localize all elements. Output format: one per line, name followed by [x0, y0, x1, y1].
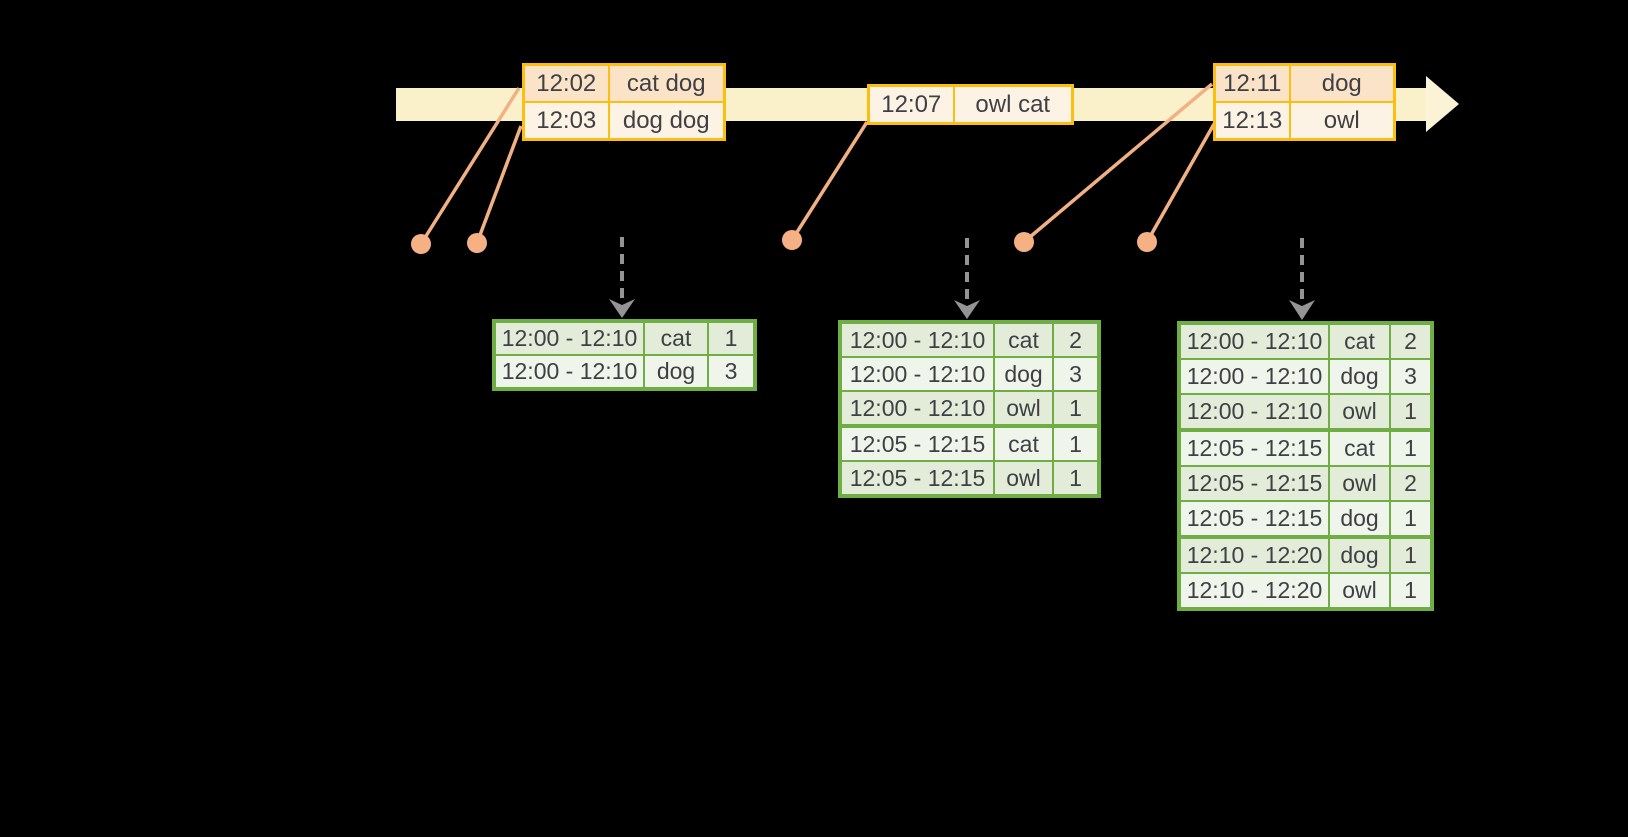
word-cell: owl — [993, 460, 1054, 497]
window-cell: 12:00 - 12:10 — [839, 321, 995, 358]
count-cell: 1 — [1052, 460, 1100, 497]
event-words-cell: cat dog — [607, 63, 726, 103]
count-cell: 2 — [1389, 322, 1433, 360]
word-cell: owl — [1328, 393, 1391, 431]
window-cell: 12:05 - 12:15 — [839, 460, 995, 497]
word-cell: owl — [1328, 465, 1391, 502]
event-dot-2 — [467, 233, 487, 253]
event-dot-4 — [1014, 232, 1034, 252]
count-cell: 3 — [1389, 358, 1433, 395]
timeline-arrowhead-icon — [1426, 76, 1459, 132]
connector-line-5 — [1145, 123, 1216, 243]
count-cell: 2 — [1389, 465, 1433, 502]
event-time-cell: 12:11 — [1213, 63, 1291, 103]
event-words-cell: dog dog — [607, 101, 726, 141]
event-words-cell: owl cat — [952, 84, 1074, 125]
word-cell: owl — [993, 390, 1054, 427]
word-cell: dog — [643, 354, 709, 390]
count-cell: 1 — [1389, 393, 1433, 431]
count-cell: 1 — [1389, 428, 1433, 467]
event-time-cell: 12:13 — [1213, 101, 1291, 141]
window-cell: 12:05 - 12:15 — [839, 424, 995, 462]
count-cell: 3 — [707, 354, 756, 390]
window-cell: 12:00 - 12:10 — [839, 356, 995, 392]
window-cell: 12:00 - 12:10 — [1178, 358, 1330, 395]
word-cell: cat — [643, 320, 709, 356]
event-time-cell: 12:03 — [522, 101, 610, 141]
event-dot-5 — [1137, 232, 1157, 252]
event-time-cell: 12:02 — [522, 63, 610, 103]
window-cell: 12:05 - 12:15 — [1178, 465, 1330, 502]
event-words-cell: owl — [1288, 101, 1396, 141]
count-cell: 1 — [1389, 500, 1433, 538]
count-cell: 2 — [1052, 321, 1100, 358]
window-cell: 12:05 - 12:15 — [1178, 500, 1330, 538]
word-cell: cat — [1328, 322, 1391, 360]
word-cell: dog — [1328, 358, 1391, 395]
window-cell: 12:10 - 12:20 — [1178, 572, 1330, 610]
window-cell: 12:00 - 12:10 — [1178, 393, 1330, 431]
word-cell: owl — [1328, 572, 1391, 610]
word-cell: cat — [993, 321, 1054, 358]
connector-line-3 — [790, 121, 869, 241]
word-cell: dog — [1328, 535, 1391, 574]
window-cell: 12:00 - 12:10 — [493, 320, 645, 356]
event-words-cell: dog — [1288, 63, 1396, 103]
count-cell: 1 — [707, 320, 756, 356]
window-cell: 12:00 - 12:10 — [839, 390, 995, 427]
trigger-arrowhead-icon-2 — [954, 300, 980, 319]
trigger-arrowhead-icon-1 — [609, 299, 635, 318]
event-dot-3 — [782, 230, 802, 250]
count-cell: 1 — [1052, 424, 1100, 462]
count-cell: 1 — [1052, 390, 1100, 427]
count-cell: 1 — [1389, 535, 1433, 574]
event-dot-1 — [411, 234, 431, 254]
word-cell: cat — [993, 424, 1054, 462]
window-cell: 12:00 - 12:10 — [493, 354, 645, 390]
window-cell: 12:10 - 12:20 — [1178, 535, 1330, 574]
event-time-cell: 12:07 — [867, 84, 955, 125]
word-cell: dog — [1328, 500, 1391, 538]
word-cell: dog — [993, 356, 1054, 392]
count-cell: 1 — [1389, 572, 1433, 610]
connector-line-1 — [419, 87, 521, 245]
connector-line-2 — [475, 125, 523, 244]
trigger-arrowhead-icon-3 — [1289, 300, 1315, 320]
window-cell: 12:05 - 12:15 — [1178, 428, 1330, 467]
connector-line-4 — [1022, 82, 1214, 244]
count-cell: 3 — [1052, 356, 1100, 392]
window-cell: 12:00 - 12:10 — [1178, 322, 1330, 360]
word-cell: cat — [1328, 428, 1391, 467]
